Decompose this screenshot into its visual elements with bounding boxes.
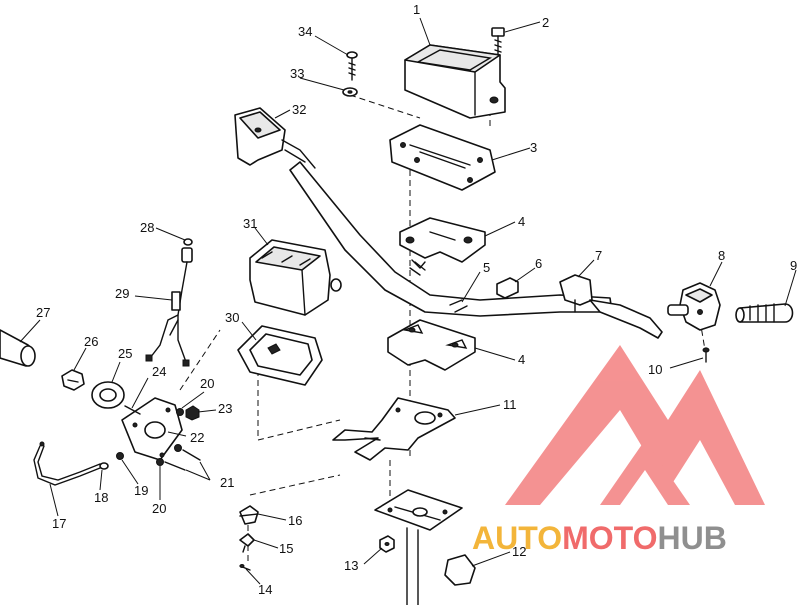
part-23-nut [185, 405, 200, 421]
watermark-logo-icon [505, 345, 765, 505]
callout-labels: 1 2 3 4 4 5 6 7 8 9 10 11 12 13 14 15 16… [36, 2, 797, 597]
part-11-mounting-plate [332, 397, 456, 461]
callout-19: 19 [134, 483, 148, 498]
callout-4-upper: 4 [518, 214, 525, 229]
part-26-switch [61, 369, 85, 391]
callout-2: 2 [542, 15, 549, 30]
part-28-cable-end [181, 238, 193, 263]
part-6-small-block [496, 277, 519, 299]
part-8-throttle-housing [667, 282, 721, 331]
callout-5: 5 [483, 260, 490, 275]
part-27-cylinder [0, 329, 36, 367]
callout-9: 9 [790, 258, 797, 273]
part-30-bezel [237, 325, 323, 386]
callout-7: 7 [595, 248, 602, 263]
part-15-clip [239, 533, 255, 553]
callout-1: 1 [413, 2, 420, 17]
callout-16: 16 [288, 513, 302, 528]
callout-33: 33 [290, 66, 304, 81]
callout-21: 21 [220, 475, 234, 490]
part-13-nut [379, 535, 395, 553]
part-3-plate [389, 124, 496, 191]
callout-30: 30 [225, 310, 239, 325]
callout-34: 34 [298, 24, 312, 39]
callout-4-lower: 4 [518, 352, 525, 367]
callout-3: 3 [530, 140, 537, 155]
part-4-upper-clamp [399, 217, 486, 263]
part-29-wiring-harness [145, 261, 190, 367]
watermark-hub: HUB [657, 520, 727, 556]
part-34-screw [346, 51, 358, 81]
callout-27: 27 [36, 305, 50, 320]
callout-24: 24 [152, 364, 166, 379]
part-33-washer [342, 87, 358, 97]
part-24-bolt [124, 405, 141, 415]
callout-25: 25 [118, 346, 132, 361]
part-20-washer-lower [156, 444, 182, 466]
callout-8: 8 [718, 248, 725, 263]
part-9-grip [735, 303, 794, 323]
callout-15: 15 [279, 541, 293, 556]
callout-29: 29 [115, 286, 129, 301]
part-7-brake-lever [559, 274, 663, 339]
part-18-fitting [99, 462, 109, 470]
part-1-mount-block [404, 44, 506, 119]
watermark-auto: AUTO [472, 520, 563, 556]
part-25-ring [91, 381, 125, 409]
part-10-screw [702, 347, 710, 363]
watermark-moto: MOTO [562, 520, 658, 556]
callout-13: 13 [344, 558, 358, 573]
callout-23: 23 [218, 401, 232, 416]
callout-17: 17 [52, 516, 66, 531]
watermark-text: AUTOMOTOHUB [472, 520, 727, 557]
callout-18: 18 [94, 490, 108, 505]
callout-28: 28 [140, 220, 154, 235]
part-2-bolt [491, 27, 505, 56]
part-12-steering-post [374, 489, 476, 605]
part-16-clip [239, 505, 259, 525]
part-22-bracket [121, 397, 183, 461]
callout-10: 10 [648, 362, 662, 377]
callout-14: 14 [258, 582, 272, 597]
part-31-instrument-housing [249, 239, 342, 316]
callout-11: 11 [503, 397, 517, 412]
part-20-washer-upper [176, 408, 184, 416]
part-4-lower-clamp [387, 319, 476, 371]
callout-6: 6 [535, 256, 542, 271]
leader-lines [19, 17, 797, 585]
callout-20-upper: 20 [200, 376, 214, 391]
part-19-nut [116, 452, 124, 460]
callout-26: 26 [84, 334, 98, 349]
part-17-cable [33, 441, 101, 486]
callout-31: 31 [243, 216, 257, 231]
callout-22: 22 [190, 430, 204, 445]
callout-12: 12 [512, 544, 526, 559]
part-21-screws [164, 449, 201, 471]
part-32-left-control [234, 107, 316, 169]
part-14-pin [239, 564, 251, 571]
callout-32: 32 [292, 102, 306, 117]
callout-20-lower: 20 [152, 501, 166, 516]
